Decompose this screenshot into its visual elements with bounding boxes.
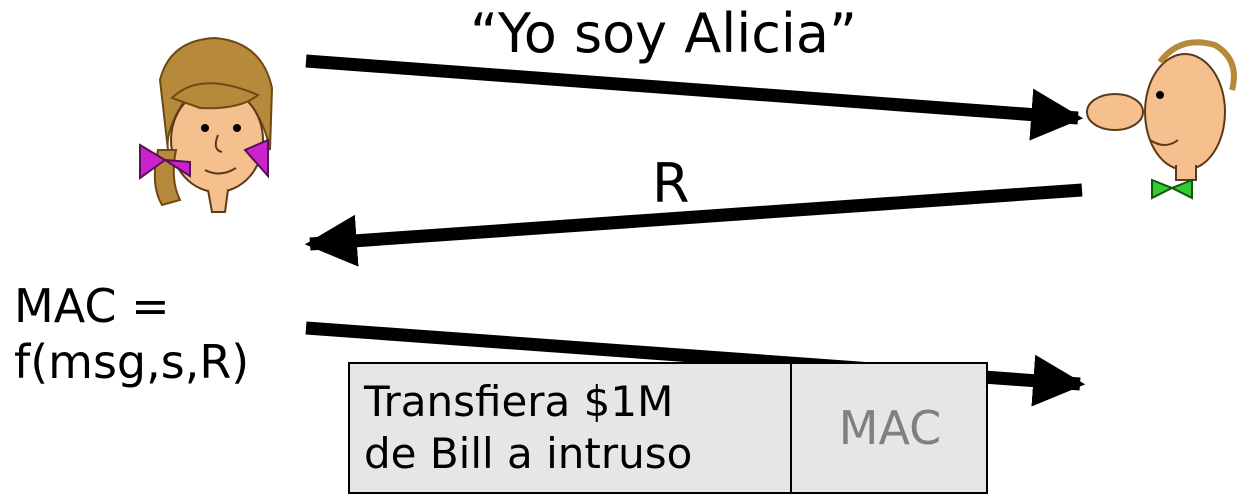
packet-payload-field: Transfiera $1M de Bill a intruso — [350, 364, 792, 492]
mac-formula-line-2: f(msg,s,R) — [14, 335, 250, 389]
mac-formula: MAC = f(msg,s,R) — [14, 278, 249, 390]
alice-figure-icon — [139, 36, 274, 213]
arrow-alice-to-bob-claim — [305, 54, 1084, 141]
arrow-bob-to-alice-nonce — [304, 183, 1083, 267]
payload-line-2: de Bill a intruso — [364, 429, 693, 478]
nonce-label: R — [652, 152, 690, 215]
bob-figure-icon — [1086, 39, 1237, 200]
payload-line-1: Transfiera $1M — [364, 377, 674, 426]
mac-formula-line-1: MAC = — [14, 279, 170, 333]
message-packet: Transfiera $1M de Bill a intruso MAC — [348, 362, 988, 494]
packet-mac-field: MAC — [838, 401, 942, 455]
packet-payload-text: Transfiera $1M de Bill a intruso — [364, 376, 692, 480]
claim-message-label: “Yo soy Alicia” — [470, 2, 857, 65]
